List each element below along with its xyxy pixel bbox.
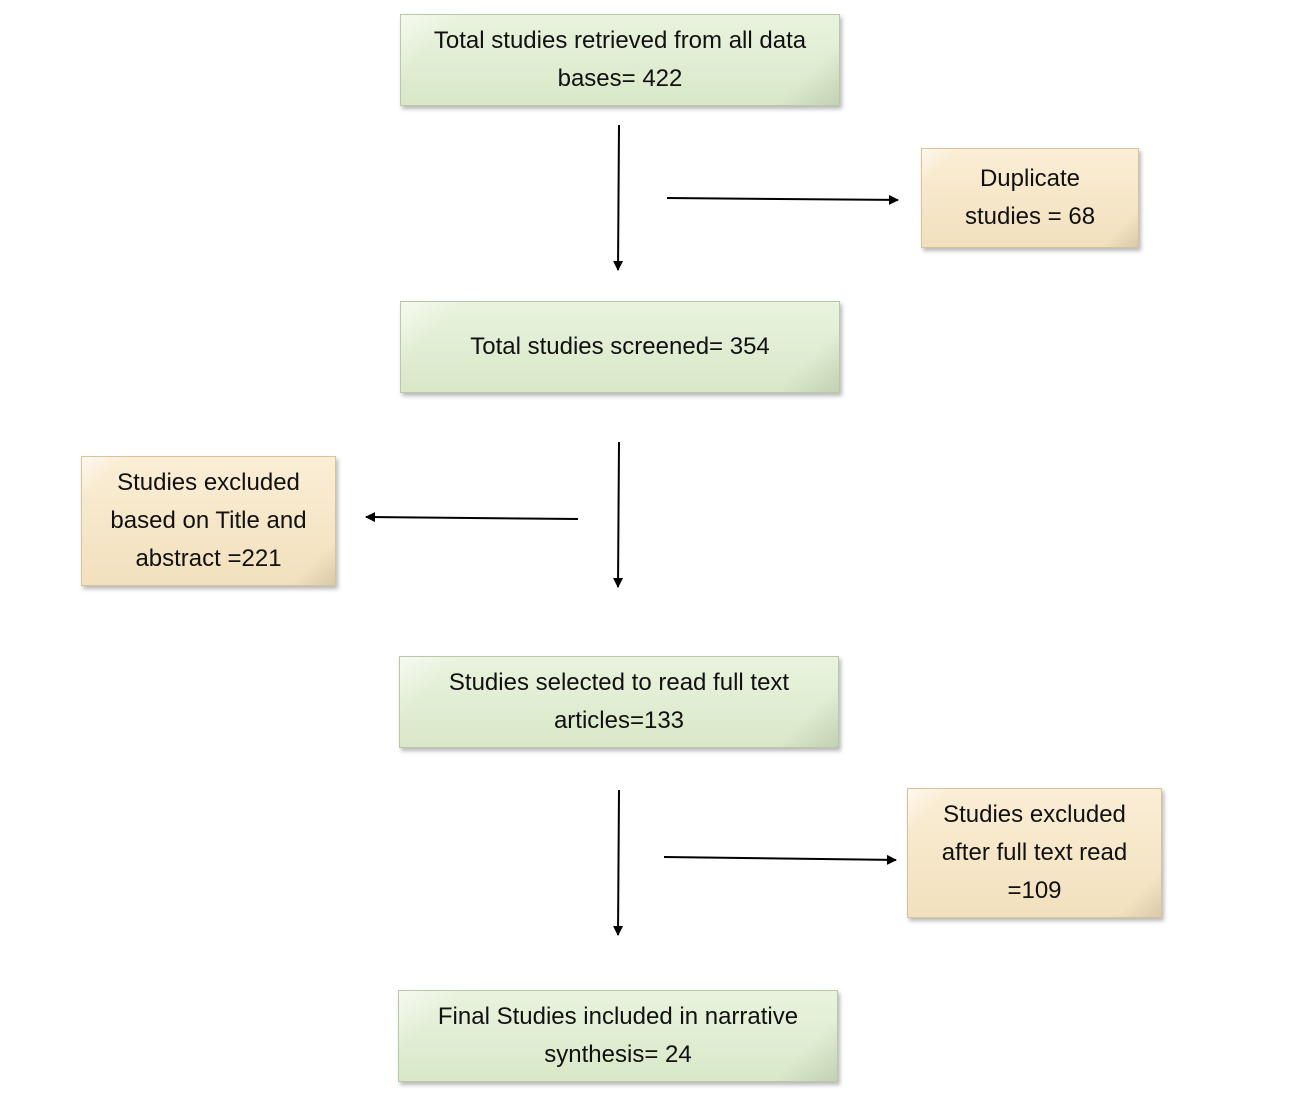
box-total-retrieved: Total studies retrieved from all data ba… (400, 14, 840, 106)
box-final-included-text: Final Studies included in narrative synt… (437, 1003, 799, 1068)
box-duplicate-studies-text: Duplicate studies = 68 (964, 165, 1096, 230)
box-final-included: Final Studies included in narrative synt… (398, 990, 838, 1082)
arrow-down-2 (613, 441, 624, 588)
box-total-screened-text: Total studies screened= 354 (470, 333, 770, 360)
arrow-right-excluded-full-text (663, 854, 897, 865)
box-total-screened: Total studies screened= 354 (400, 301, 840, 393)
box-excluded-full-text-text: Studies excluded after full text read =1… (941, 801, 1128, 904)
box-excluded-title-abstract-text: Studies excluded based on Title and abst… (110, 469, 307, 572)
arrow-down-1 (613, 124, 624, 271)
box-total-retrieved-text: Total studies retrieved from all data ba… (433, 27, 807, 92)
box-full-text-selected: Studies selected to read full text artic… (399, 656, 839, 748)
box-excluded-full-text: Studies excluded after full text read =1… (907, 788, 1162, 918)
box-full-text-selected-text: Studies selected to read full text artic… (448, 669, 790, 734)
arrow-left-excluded-title (365, 512, 579, 523)
arrow-right-duplicates (666, 194, 899, 205)
box-duplicate-studies: Duplicate studies = 68 (921, 148, 1139, 248)
box-excluded-title-abstract: Studies excluded based on Title and abst… (81, 456, 336, 586)
arrow-down-3 (613, 789, 624, 936)
